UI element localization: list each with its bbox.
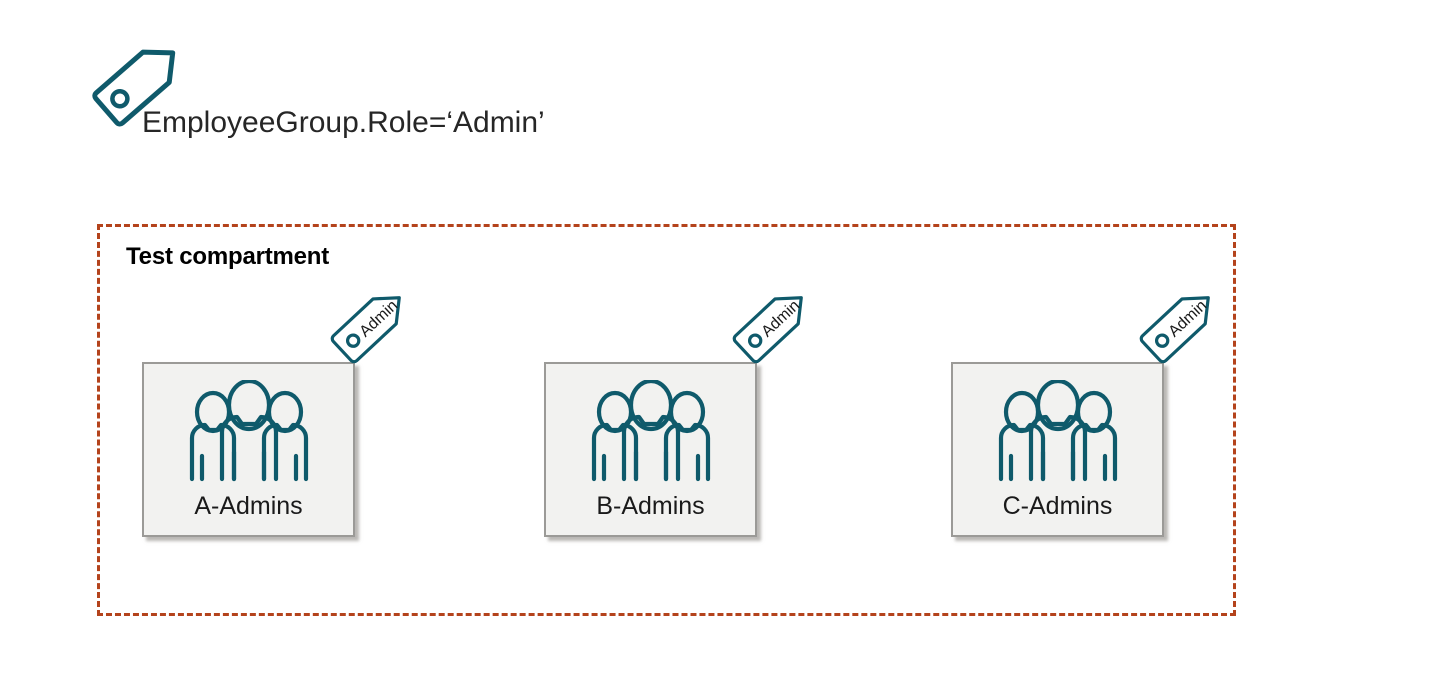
admin-tag-label: Admin	[758, 297, 803, 340]
tag-rule-group: EmployeeGroup.Role=‘Admin’	[78, 33, 578, 153]
group-node-b[interactable]: B-Admins Admin	[536, 282, 836, 542]
group-people-icon	[994, 378, 1122, 486]
tag-icon	[78, 33, 198, 133]
group-card[interactable]: B-Admins	[544, 362, 757, 537]
group-node-a[interactable]: A-Admins Admin	[134, 282, 434, 542]
group-label: B-Admins	[596, 492, 705, 520]
group-card[interactable]: A-Admins	[142, 362, 355, 537]
group-people-icon	[587, 378, 715, 486]
group-card[interactable]: C-Admins	[951, 362, 1164, 537]
admin-tag-icon: Admin	[722, 282, 822, 368]
admin-tag-label: Admin	[356, 297, 401, 340]
compartment-title: Test compartment	[126, 243, 330, 270]
tag-rule-label: EmployeeGroup.Role=‘Admin’	[142, 106, 545, 139]
group-people-icon	[185, 378, 313, 486]
admin-tag-label: Admin	[1165, 297, 1210, 340]
test-compartment-boundary: Test compartment	[97, 224, 1236, 616]
group-node-c[interactable]: C-Admins Admin	[943, 282, 1243, 542]
admin-tag-icon: Admin	[320, 282, 420, 368]
admin-tag-icon: Admin	[1129, 282, 1229, 368]
group-label: C-Admins	[1002, 492, 1113, 520]
group-label: A-Admins	[194, 492, 303, 520]
